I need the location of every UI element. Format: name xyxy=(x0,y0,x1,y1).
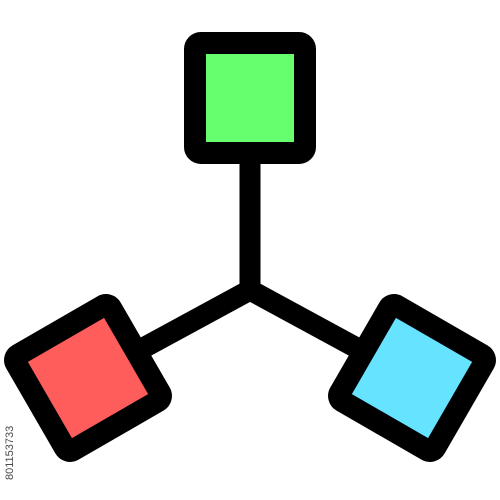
nodes xyxy=(4,32,496,462)
right-node xyxy=(328,294,496,462)
hub-junction xyxy=(239,279,261,301)
left-node xyxy=(4,294,172,462)
right-node-box xyxy=(328,294,496,462)
top-node xyxy=(184,32,316,164)
stock-id-label: 801153733 xyxy=(4,425,16,480)
top-node-box xyxy=(184,32,316,164)
left-node-box xyxy=(4,294,172,462)
